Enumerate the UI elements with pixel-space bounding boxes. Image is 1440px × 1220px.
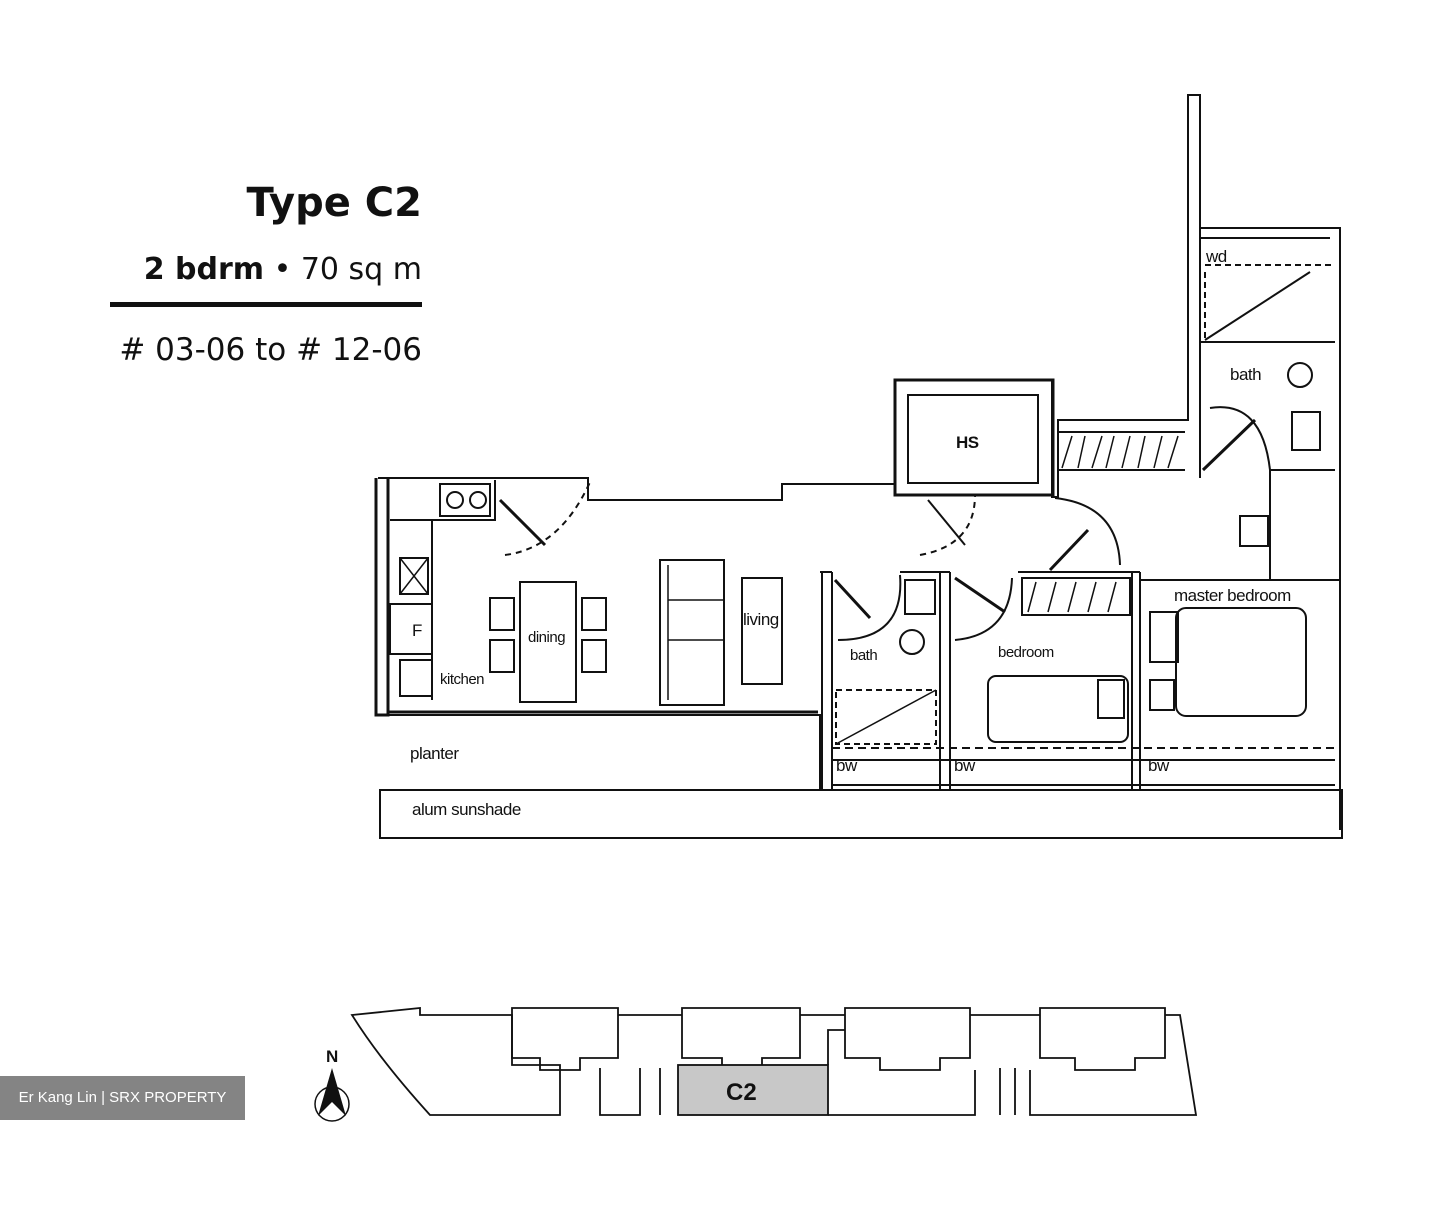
hs-inner xyxy=(907,394,1039,484)
bath2-door xyxy=(833,578,872,620)
label-hs: HS xyxy=(956,433,979,452)
label-planter: planter xyxy=(410,744,459,763)
basin-2 xyxy=(904,579,936,615)
wall-thick-left xyxy=(374,478,390,717)
label-dining: dining xyxy=(528,629,565,646)
north-label: N xyxy=(326,1047,338,1066)
bed2-door-swing xyxy=(954,577,1013,641)
hob xyxy=(399,557,429,595)
label-bath: bath xyxy=(1230,365,1261,384)
label-wd: wd xyxy=(1205,247,1227,266)
master-door xyxy=(1048,528,1090,572)
c2-unit-label: C2 xyxy=(726,1079,757,1106)
basin-1 xyxy=(1291,411,1321,451)
master-bed xyxy=(1175,607,1307,717)
kitchen-sink xyxy=(439,483,491,517)
shower-diagonal xyxy=(1204,271,1311,341)
label-bath-2: bath xyxy=(850,647,877,664)
site-key-plan xyxy=(350,1007,1198,1116)
bath2-door-swing xyxy=(837,574,902,641)
bed2-door xyxy=(954,576,1006,614)
wall-bed2 xyxy=(1018,571,1141,790)
label-bw-2: bw xyxy=(954,756,976,775)
kitchen-door-swing xyxy=(504,481,591,556)
label-bedroom: bedroom xyxy=(998,644,1054,661)
master-side-2 xyxy=(1149,679,1175,711)
master-desk-chair xyxy=(1239,515,1269,547)
master-door-swing xyxy=(1054,497,1121,566)
bedside-2 xyxy=(1097,679,1125,719)
bedroom-count: 2 bdrm xyxy=(143,252,265,287)
shower-2 xyxy=(835,689,937,745)
bay-window-sill xyxy=(832,759,1335,786)
hs-door xyxy=(927,499,966,546)
watermark: Er Kang Lin | SRX PROPERTY xyxy=(0,1076,245,1120)
bath1-walls xyxy=(1199,228,1335,478)
floor-area: 70 sq m xyxy=(300,252,422,287)
fridge-box xyxy=(389,603,433,655)
header-divider xyxy=(110,302,422,307)
kitchen-counter xyxy=(390,480,496,700)
label-bw-3: bw xyxy=(1148,756,1170,775)
sink-bowl-1 xyxy=(446,491,464,509)
kitchen-door xyxy=(498,498,547,547)
wall-master xyxy=(1140,470,1340,581)
chair-3 xyxy=(581,597,607,631)
site-block-4 xyxy=(1039,1007,1166,1071)
chair-2 xyxy=(489,639,515,673)
chair-4 xyxy=(581,639,607,673)
site-block-3 xyxy=(844,1007,971,1071)
label-sunshade: alum sunshade xyxy=(412,800,521,819)
label-living: living xyxy=(743,610,779,629)
label-fridge: F xyxy=(412,621,422,640)
site-lower-links xyxy=(599,1068,1016,1116)
sink-bowl-2 xyxy=(469,491,487,509)
toilet-2 xyxy=(899,629,925,655)
sunshade-outline xyxy=(379,789,1343,839)
unit-range: # 03-06 to # 12-06 xyxy=(119,332,422,368)
shower-dashed xyxy=(1204,264,1335,340)
bath1-door-swing xyxy=(1209,406,1271,471)
c2-unit-box xyxy=(677,1064,829,1116)
north-arrow-icon xyxy=(314,1068,350,1122)
wall-bath2 xyxy=(820,571,833,790)
bed-2 xyxy=(987,675,1129,743)
unit-summary: 2 bdrm • 70 sq m xyxy=(144,252,422,287)
chair-1 xyxy=(489,597,515,631)
bath1-door xyxy=(1201,418,1257,472)
label-master-bedroom: master bedroom xyxy=(1174,586,1291,605)
hs-door-swing xyxy=(919,494,976,556)
toilet-1 xyxy=(1287,362,1313,388)
site-outline-west xyxy=(350,1007,561,1116)
site-corridor xyxy=(618,1014,1198,1116)
type-title: Type C2 xyxy=(246,180,423,226)
wall-bath2-right xyxy=(900,571,951,790)
label-kitchen: kitchen xyxy=(440,671,484,688)
separator-dot: • xyxy=(273,252,292,287)
site-block-1 xyxy=(511,1007,619,1071)
wardrobe-2 xyxy=(1021,577,1131,616)
dining-table xyxy=(519,581,577,703)
label-bw-1: bw xyxy=(836,756,858,775)
wardrobe-hatch xyxy=(1058,431,1185,471)
washer xyxy=(399,659,433,697)
wall-outer xyxy=(378,94,1341,830)
master-side-1 xyxy=(1149,611,1179,663)
sofa xyxy=(659,559,725,706)
tv-console xyxy=(741,577,783,685)
site-block-2 xyxy=(681,1007,801,1071)
